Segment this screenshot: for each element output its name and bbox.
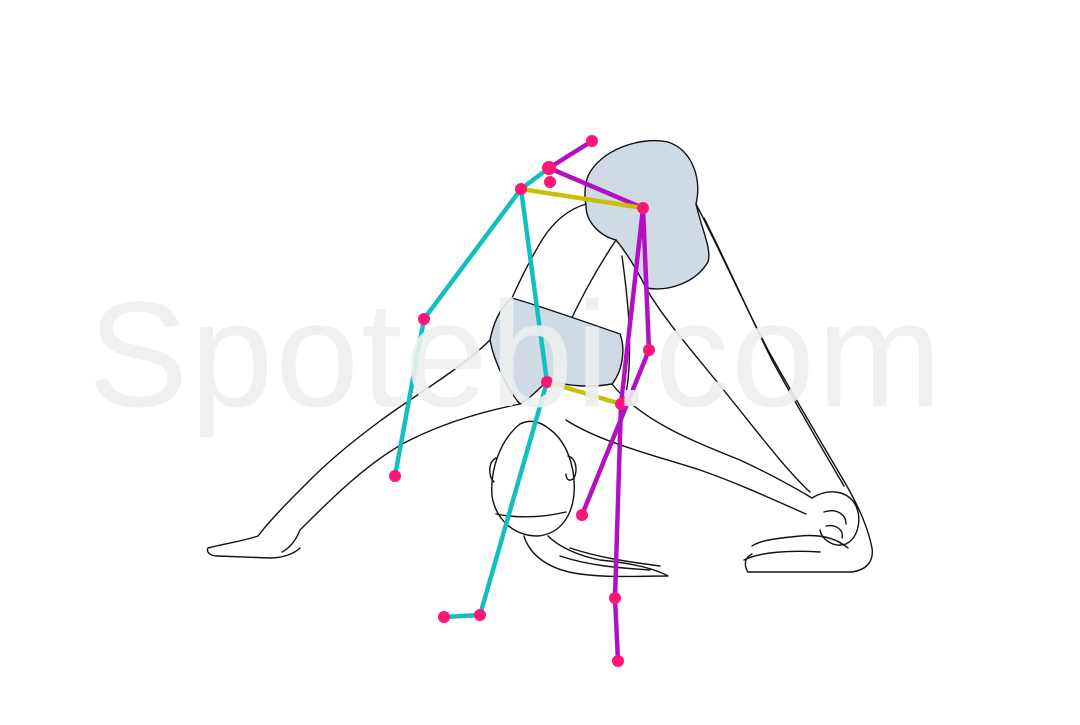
- right-foot: [743, 534, 849, 573]
- left-leg-outer: [567, 239, 617, 327]
- skeleton-bone-lShoulder-lElbow: [518, 186, 550, 385]
- hand-on-foot: [811, 491, 860, 546]
- keypoint-rElbow: [643, 344, 655, 356]
- keypoint-rHip: [615, 398, 627, 410]
- skeleton-bone-lShoulder-rShoulder: [518, 186, 646, 211]
- right-leg-inner2: [703, 217, 845, 487]
- ear-left: [489, 457, 497, 483]
- skeleton-bone-rElbow-rWrist: [579, 347, 652, 518]
- skeleton-bone-lElbow-lWristTip: [477, 379, 550, 618]
- skeleton-bone-nose-rShoulder: [546, 165, 646, 211]
- face-line: [495, 511, 567, 518]
- keypoint-lKnee: [389, 470, 401, 482]
- right-arm-lower: [565, 419, 807, 515]
- right-leg-inner: [645, 287, 811, 493]
- keypoint-rKnee: [609, 592, 621, 604]
- left-arm-lower: [281, 403, 521, 553]
- keypoint-lWristTip: [474, 609, 486, 621]
- keypoint-lHipK: [418, 313, 430, 325]
- figure-outline: [206, 140, 873, 578]
- skeleton-bone-rShoulder-rHip: [618, 205, 646, 407]
- ponytail: [523, 535, 669, 578]
- keypoint-eyeA: [544, 176, 556, 188]
- keypoint-nose: [542, 161, 556, 175]
- skeleton-bone-lElbow-rHip: [544, 379, 624, 407]
- right-arm-upper: [611, 383, 813, 499]
- skeleton-bone-rHip-rKnee: [612, 401, 624, 601]
- left-arm-upper: [257, 339, 491, 537]
- head-shape: [491, 420, 575, 537]
- back-line: [511, 203, 587, 299]
- pose-keypoints: [389, 135, 655, 667]
- keypoint-lWrist: [438, 611, 450, 623]
- keypoint-rWrist: [576, 509, 588, 521]
- skeleton-bone-lShoulder-lHipK: [421, 186, 524, 322]
- skeleton-bone-nose-ear: [546, 138, 595, 171]
- keypoint-lElbow: [541, 376, 553, 388]
- left-hand: [206, 535, 301, 559]
- keypoint-rAnkle: [612, 655, 624, 667]
- shorts-shape: [584, 140, 710, 290]
- skeleton-bone-lWristTip-lWrist: [441, 612, 483, 620]
- pose-skeleton: [392, 138, 652, 664]
- keypoint-lShoulder: [515, 183, 527, 195]
- skeleton-bone-rShoulder-rElbow: [640, 205, 652, 353]
- top-shape: [489, 297, 624, 405]
- skeleton-bone-rKnee-rAnkle: [612, 595, 621, 664]
- keypoint-ear: [586, 135, 598, 147]
- skeleton-bone-lHipK-lKnee: [392, 316, 427, 479]
- keypoint-rShoulder: [637, 202, 649, 214]
- ear: [565, 455, 577, 481]
